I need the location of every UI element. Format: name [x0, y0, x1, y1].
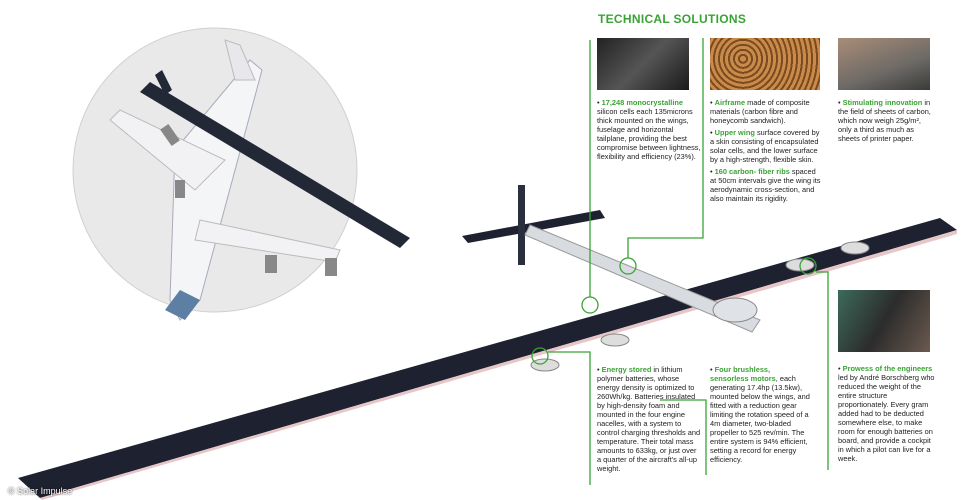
callout-text: made of composite materials (carbon fibr… [710, 98, 810, 125]
callout-highlight: Prowess of the engineers [842, 364, 933, 373]
callout-airframe: • Airframe made of composite materials (… [710, 98, 821, 203]
callout-text: surface covered by a skin consisting of … [710, 128, 820, 164]
callout-lines [531, 38, 829, 485]
callout-highlight: 160 carbon- fiber ribs [714, 167, 790, 176]
callout-engineers: • Prowess of the engineers led by André … [838, 364, 935, 463]
callout-text: , each generating 17.4hp (13.5kw), mount… [710, 374, 810, 464]
callout-solar-cells: • 17,248 monocrystalline silicon cells e… [597, 98, 701, 161]
callout-text: in lithium polymer batteries, whose ener… [597, 365, 701, 473]
callout-motors: • Four brushless, sensorless motors, eac… [710, 365, 810, 464]
callout-highlight: Four brushless, sensorless motors [710, 365, 776, 383]
callout-text: silicon cells each 135microns thick moun… [597, 107, 701, 161]
section-title: TECHNICAL SOLUTIONS [598, 12, 747, 26]
engineers-photo [838, 290, 930, 352]
callout-text: in the field of sheets of carbon, which … [838, 98, 931, 143]
callout-text: spaced at 50cm intervals give the wing i… [710, 167, 821, 203]
image-credit: © Solar Impulse [8, 486, 73, 496]
solar-impulse-aircraft [18, 185, 957, 500]
jumbo-jet-icon [109, 39, 341, 321]
callout-highlight: 17,248 monocrystalline [601, 98, 683, 107]
callout-energy: • Energy stored in lithium polymer batte… [597, 365, 701, 473]
solar-cells-photo [597, 38, 689, 90]
callout-highlight: Energy stored [601, 365, 652, 374]
callout-text: led by André Borschberg who reduced the … [838, 373, 935, 463]
size-comparison-circle [72, 27, 410, 321]
carbon-sheet-photo [838, 38, 930, 90]
callout-highlight: Stimulating innovation [842, 98, 923, 107]
honeycomb-photo [710, 38, 820, 90]
callout-highlight: Airframe [714, 98, 746, 107]
callout-innovation: • Stimulating innovation in the field of… [838, 98, 931, 143]
solar-impulse-silhouette-icon [140, 70, 410, 248]
callout-highlight: Upper wing [714, 128, 755, 137]
